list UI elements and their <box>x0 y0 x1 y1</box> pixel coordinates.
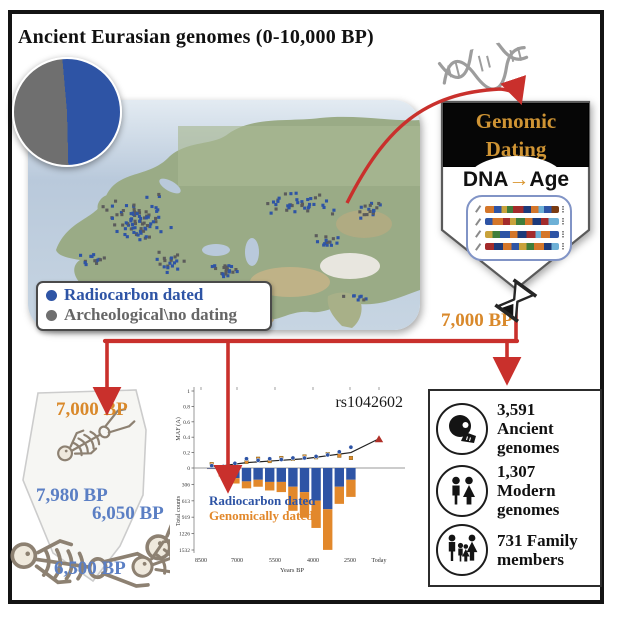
chromosome-panel <box>466 195 572 261</box>
stat-value: 731 Family <box>497 531 578 551</box>
legend-label: Radiocarbon dated <box>64 285 204 304</box>
sample-dots <box>79 191 382 302</box>
excavation-panel <box>10 389 170 593</box>
age-text: Age <box>529 168 570 191</box>
legend-radiocarbon: Radiocarbon dated <box>46 285 262 305</box>
svg-text:0: 0 <box>187 466 190 472</box>
stat-modern-genomes: 1,307 Modern genomes <box>436 462 594 519</box>
svg-text:0.2: 0.2 <box>183 451 190 457</box>
svg-text:7000: 7000 <box>231 558 243 564</box>
burial-date-label: 7,980 BP <box>36 485 108 506</box>
chromosome-row <box>474 243 564 251</box>
svg-text:613: 613 <box>182 499 191 505</box>
svg-text:1226: 1226 <box>179 532 190 538</box>
svg-text:4000: 4000 <box>307 558 319 564</box>
svg-text:MAF (A): MAF (A) <box>175 417 182 441</box>
legend-archeological: Archeological\no dating <box>46 305 262 325</box>
stats-panel: 3,591 Ancient genomes 1,307 Modern genom… <box>428 389 602 587</box>
stat-label: members <box>497 550 565 570</box>
burial-date-label: 6,050 BP <box>92 503 164 524</box>
stat-value: 3,591 Ancient <box>497 399 554 438</box>
allele-frequency-chart: 0 0.2 0.4 0.6 0.8 1 306 613 919 1226 1532 MAF (A) To… <box>172 383 414 593</box>
chromosome-row <box>474 205 564 213</box>
map-legend: Radiocarbon dated Archeological\no datin… <box>36 281 272 331</box>
arrow-icon: → <box>508 168 530 191</box>
burial-date-label: 6,500 BP <box>54 558 126 579</box>
svg-text:0.8: 0.8 <box>183 404 190 410</box>
dating-pie-chart <box>12 57 122 167</box>
svg-text:5500: 5500 <box>269 558 281 564</box>
svg-text:919: 919 <box>182 515 191 521</box>
svg-text:1: 1 <box>187 389 190 395</box>
skull-icon <box>436 402 488 455</box>
svg-text:rs1042602: rs1042602 <box>335 394 403 411</box>
stat-label: genomes <box>497 438 560 458</box>
svg-text:Radiocarbon dated: Radiocarbon dated <box>209 493 316 508</box>
svg-text:Years BP: Years BP <box>280 567 304 574</box>
chromosome-row <box>474 230 564 239</box>
stat-family-members: 731 Family members <box>436 524 594 577</box>
stat-label: genomes <box>497 500 560 520</box>
svg-text:1532: 1532 <box>179 548 190 554</box>
page-title: Ancient Eurasian genomes (0-10,000 BP) <box>18 26 374 48</box>
dna-to-age-label: DNA→Age <box>447 168 585 192</box>
genomic-dating-line1: Genomic <box>475 109 557 133</box>
dna-text: DNA <box>462 168 509 191</box>
funnel-output-label: 7,000 BP <box>441 310 513 331</box>
legend-label: Archeological\no dating <box>64 305 237 325</box>
gray-dot-icon <box>46 310 57 322</box>
svg-text:0.6: 0.6 <box>183 420 190 426</box>
svg-text:306: 306 <box>182 482 191 488</box>
svg-text:Today: Today <box>372 558 387 564</box>
family-icon <box>436 524 488 577</box>
burial-date-label: 7,000 BP <box>56 399 128 420</box>
svg-text:2500: 2500 <box>344 558 356 564</box>
couple-icon <box>436 464 488 517</box>
chromosome-row <box>474 217 564 226</box>
svg-text:0.4: 0.4 <box>183 435 190 441</box>
svg-text:8500: 8500 <box>195 558 207 564</box>
svg-text:Genomically dated: Genomically dated <box>209 508 314 523</box>
blue-dot-icon <box>46 289 57 301</box>
svg-text:Total counts: Total counts <box>175 495 182 526</box>
stat-value: 1,307 Modern <box>497 462 556 501</box>
stat-ancient-genomes: 3,591 Ancient genomes <box>436 400 594 457</box>
